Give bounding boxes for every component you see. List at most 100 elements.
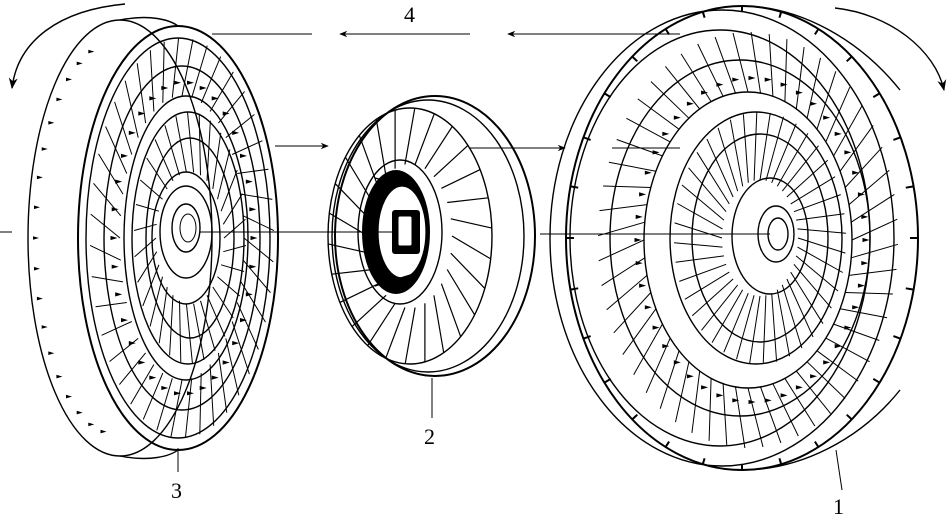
slot-mark [834,344,842,349]
blade [680,53,712,102]
blade [688,167,727,213]
slot-mark [662,344,670,349]
blade [149,276,163,327]
slot-mark [211,375,219,380]
slot-mark [780,393,788,398]
blade [674,222,723,239]
slot-mark [795,385,803,390]
blade [220,169,238,212]
slot-mark [644,305,652,310]
blade [893,335,901,340]
blade [404,307,416,364]
slot-mark [823,115,831,120]
blade [446,269,476,316]
blade [797,246,843,273]
blade [814,28,820,35]
slot-mark [732,398,740,403]
slot-mark [121,318,128,323]
slot-mark [245,179,253,184]
blade [659,350,680,409]
blade [162,41,165,103]
slot-mark [232,341,240,346]
blade [675,255,724,263]
blade [136,63,147,124]
slot-mark [111,207,119,212]
slot-mark [861,214,869,219]
slot-mark [222,111,230,116]
slot-mark [810,374,818,379]
blade [198,113,201,176]
blade [603,185,651,188]
blade [109,338,139,362]
pump-housing-ribs [566,6,918,470]
blade [223,218,246,239]
blade [433,295,445,353]
slot-mark [34,266,40,271]
blade [414,113,435,165]
blade [845,292,893,295]
slot-mark [174,80,181,85]
blade [650,81,690,119]
blade [711,289,744,343]
slot-mark [56,374,63,379]
blade [790,271,824,324]
blade [185,303,193,364]
blade [570,185,579,189]
slot-mark [748,399,756,405]
blade [158,286,168,344]
blade [200,56,222,104]
blade [872,92,881,98]
slot-mark [48,351,55,355]
blade [598,239,645,262]
slot-mark [199,385,207,391]
blade [778,11,783,18]
blade [130,364,155,405]
slot-mark [88,422,95,427]
blade [242,215,275,232]
slot-mark [834,131,842,136]
blade [209,364,215,426]
slot-mark [36,175,43,180]
blade [905,287,914,291]
blade [674,242,723,248]
slot-mark [249,264,257,269]
blade [597,221,645,237]
blade [242,259,271,294]
blade [193,303,205,360]
blade [722,383,728,446]
label-stator: 2 [424,424,435,449]
blade [631,55,638,63]
blade [142,372,164,420]
blade [765,116,784,181]
slot-mark [161,385,169,391]
blade [156,378,173,431]
slot-mark [161,85,169,91]
blade [169,295,174,356]
slot-mark [100,429,107,434]
blade [781,284,803,349]
blade [816,350,859,382]
blade [608,161,656,172]
blade [200,300,216,351]
slot-mark [844,325,852,330]
blade [759,112,771,181]
part-labels: 4 2 3 1 [171,2,844,517]
blade [95,302,127,308]
blade [149,50,155,112]
blade [209,71,234,112]
slot-mark [245,292,253,297]
slot-mark [810,101,818,106]
slot-mark [56,97,63,102]
slot-mark [652,150,660,155]
blade [331,268,373,275]
slot-mark [66,394,72,399]
slot-mark [852,170,860,175]
slot-mark [652,325,660,330]
blade [603,378,612,384]
slot-mark [673,360,681,365]
blade [440,283,462,337]
blade [708,378,712,441]
slot-mark [716,393,724,398]
blade [790,176,836,205]
blade [749,295,761,364]
